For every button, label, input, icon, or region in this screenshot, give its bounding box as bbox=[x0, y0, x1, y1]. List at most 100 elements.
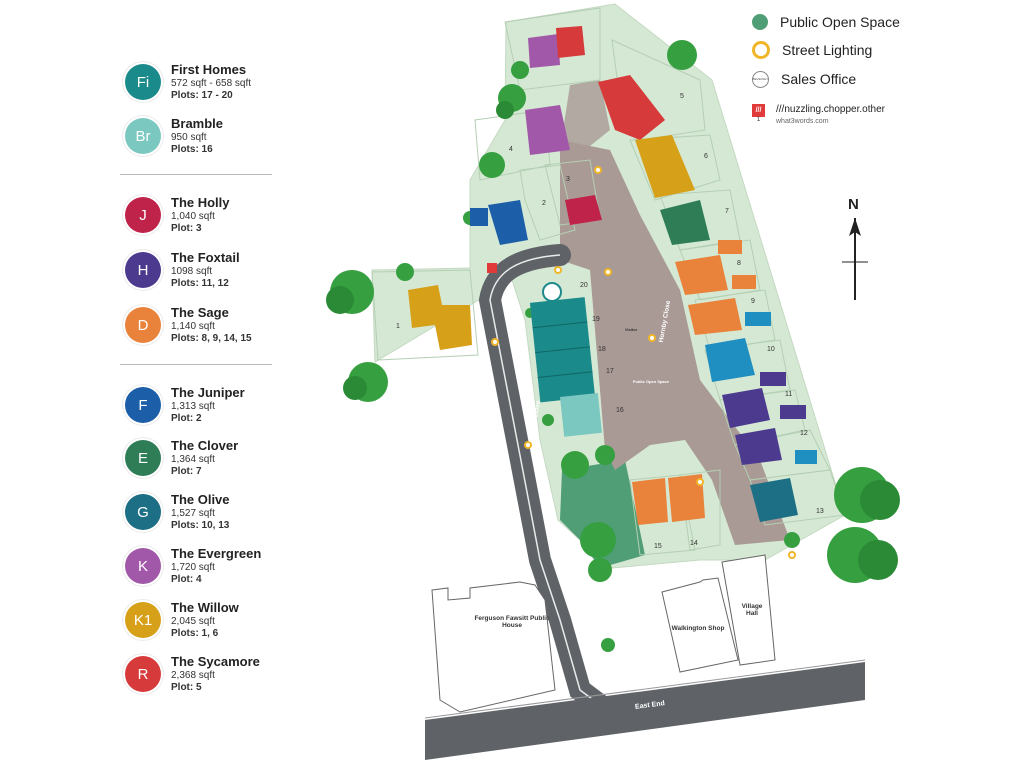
house-type-plots: Plots: 17 - 20 bbox=[171, 90, 233, 101]
map-key: Public Open Space Street Lighting BEVERL… bbox=[752, 10, 1012, 140]
east-end-road bbox=[425, 662, 865, 760]
open-space-label: Public Open Space bbox=[632, 379, 670, 384]
house-plot-8 bbox=[675, 255, 728, 295]
house-plot-7 bbox=[660, 200, 710, 245]
house-type-name: The Sage bbox=[171, 305, 229, 320]
house-type-plots: Plot: 2 bbox=[171, 413, 202, 424]
public-open-space-icon bbox=[752, 14, 768, 30]
house-type-size: 1,040 sqft bbox=[171, 211, 215, 222]
key-sales-office: BEVERLEY Sales Office bbox=[752, 67, 856, 91]
house-type-badge: J bbox=[125, 197, 161, 233]
key-lighting-label: Street Lighting bbox=[782, 42, 873, 58]
house-type-size: 1,313 sqft bbox=[171, 401, 215, 412]
plot-number-20: 20 bbox=[580, 282, 588, 289]
house-type-size: 2,045 sqft bbox=[171, 616, 215, 627]
w3w-plot-number: 1 bbox=[756, 117, 761, 123]
visitor-label: Visitor bbox=[624, 327, 638, 332]
north-compass: N bbox=[836, 196, 876, 306]
plot-number-1: 1 bbox=[396, 323, 400, 330]
plot-number-11: 11 bbox=[785, 391, 793, 398]
sales-office-logo-text: BEVERLEY bbox=[752, 77, 769, 81]
house-type-size: 1,720 sqft bbox=[171, 562, 215, 573]
house-type-size: 1098 sqft bbox=[171, 266, 213, 277]
house-type-name: The Foxtail bbox=[171, 250, 240, 265]
house-type-badge: D bbox=[125, 307, 161, 343]
house-type-badge: K bbox=[125, 548, 161, 584]
house-type-name: First Homes bbox=[171, 62, 247, 77]
plot-number-16: 16 bbox=[616, 407, 624, 414]
house-type-badge: Fi bbox=[125, 64, 161, 100]
house-type-plots: Plot: 5 bbox=[171, 682, 202, 693]
house-type-name: The Evergreen bbox=[171, 546, 262, 561]
key-public-open-space: Public Open Space bbox=[752, 10, 900, 34]
house-type-plots: Plots: 10, 13 bbox=[171, 520, 230, 531]
plot-number-9: 9 bbox=[751, 298, 755, 305]
house-type-badge: H bbox=[125, 252, 161, 288]
house-type-badge: Br bbox=[125, 118, 161, 154]
sales-office-marker bbox=[542, 282, 562, 302]
street-light-icon bbox=[752, 41, 770, 59]
house-plot-3 bbox=[565, 195, 602, 225]
house-plot-9 bbox=[688, 298, 742, 335]
house-plot-4 bbox=[525, 105, 570, 155]
house-type-name: The Juniper bbox=[171, 385, 245, 400]
key-sales-label: Sales Office bbox=[781, 71, 857, 87]
upper-drive bbox=[560, 80, 610, 150]
legend-divider bbox=[120, 174, 272, 175]
site-plan-svg bbox=[326, 3, 900, 760]
w3w-address[interactable]: ///nuzzling.chopper.other bbox=[776, 104, 885, 115]
house-type-badge: R bbox=[125, 656, 161, 692]
house-type-badge: G bbox=[125, 494, 161, 530]
house-type-name: The Clover bbox=[171, 438, 239, 453]
sales-office-icon: BEVERLEY bbox=[752, 70, 769, 88]
house-type-name: The Willow bbox=[171, 600, 239, 615]
plot-number-10: 10 bbox=[767, 346, 775, 353]
trees bbox=[326, 40, 900, 652]
house-plot-12 bbox=[735, 428, 782, 465]
house-type-plots: Plot: 7 bbox=[171, 466, 202, 477]
shop-outline bbox=[661, 577, 739, 673]
pub-label: Ferguson Fawsitt Public House bbox=[474, 615, 550, 629]
house-type-plots: Plots: 11, 12 bbox=[171, 278, 229, 289]
houses bbox=[408, 26, 817, 525]
north-letter: N bbox=[848, 196, 859, 213]
pub-outline bbox=[431, 581, 556, 713]
house-type-plots: Plots: 1, 6 bbox=[171, 628, 219, 639]
key-street-lighting: Street Lighting bbox=[752, 38, 872, 62]
house-plot-10 bbox=[705, 338, 755, 382]
house-type-plots: Plot: 3 bbox=[171, 223, 202, 234]
house-type-plots: Plots: 8, 9, 14, 15 bbox=[171, 333, 252, 344]
legend-divider bbox=[120, 364, 272, 365]
house-type-size: 1,140 sqft bbox=[171, 321, 215, 332]
house-type-name: The Sycamore bbox=[171, 654, 260, 669]
house-type-size: 1,527 sqft bbox=[171, 508, 215, 519]
plot-number-13: 13 bbox=[816, 508, 824, 515]
w3w-map-marker bbox=[487, 263, 497, 273]
site-plan: Ferguson Fawsitt Public House Walkington… bbox=[320, 0, 1024, 768]
shop-label: Walkington Shop bbox=[671, 625, 725, 632]
plot-number-12: 12 bbox=[800, 430, 808, 437]
plot-number-19: 19 bbox=[592, 316, 600, 323]
what3words-icon: /// 1 bbox=[752, 104, 768, 132]
house-type-badge: F bbox=[125, 387, 161, 423]
street-lights bbox=[491, 166, 796, 559]
key-pos-label: Public Open Space bbox=[780, 14, 900, 30]
house-plot-11 bbox=[722, 388, 770, 428]
house-plot-13 bbox=[750, 478, 798, 522]
house-plot-1 bbox=[408, 285, 472, 350]
house-type-name: Bramble bbox=[171, 116, 224, 131]
plot-number-6: 6 bbox=[704, 153, 708, 160]
hall-outline bbox=[721, 554, 776, 666]
plot-number-2: 2 bbox=[542, 200, 546, 207]
plot-number-4: 4 bbox=[509, 146, 513, 153]
